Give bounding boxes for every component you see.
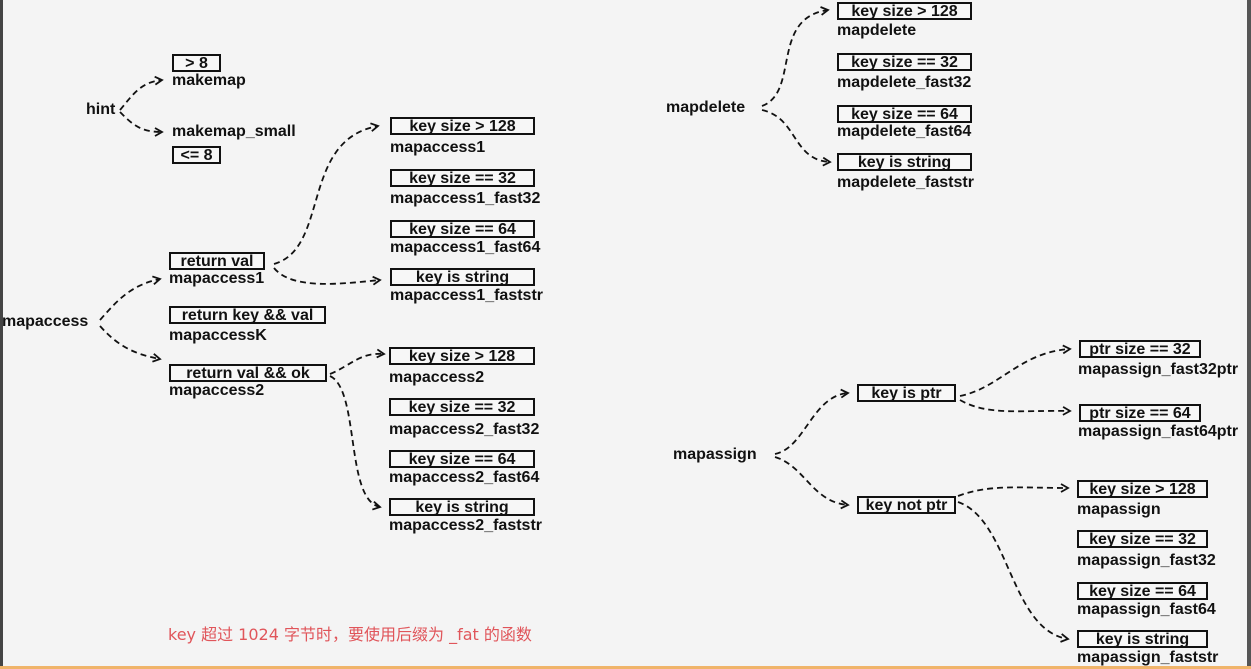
connector-access2-large [329, 348, 386, 375]
connector-mapdelete-string [761, 109, 832, 167]
connector-hint-large [119, 75, 164, 111]
access1-variant-cond: key size == 32 [390, 169, 535, 187]
mapassign-notptr-cond: key not ptr [857, 496, 956, 514]
hint-large-cond: > 8 [172, 54, 221, 72]
notptr-variant-func: mapassign_faststr [1077, 649, 1219, 666]
mapdelete-variant-func: mapdelete_fast32 [837, 74, 972, 91]
connector-notptr-large [957, 483, 1070, 497]
bottom-edge [0, 666, 1251, 669]
hint-root: hint [86, 101, 116, 118]
notptr-variant-func: mapassign_fast32 [1077, 552, 1216, 569]
access1-cond: return val [169, 252, 265, 270]
ptr-variant-cond: ptr size == 32 [1079, 340, 1201, 358]
connector-access1-large [273, 122, 380, 265]
hint-large-func: makemap [172, 72, 246, 89]
left-edge [0, 0, 3, 669]
access2-variant-cond: key size > 128 [389, 347, 535, 365]
mapassign-ptr-cond: key is ptr [857, 384, 956, 402]
accessK-func: mapaccessK [169, 327, 267, 344]
connector-ptr-32 [959, 344, 1072, 397]
access2-variant-cond: key is string [389, 498, 535, 516]
access2-variant-func: mapaccess2_fast32 [389, 421, 540, 438]
access2-variant-func: mapaccess2 [389, 369, 485, 386]
ptr-variant-cond: ptr size == 64 [1079, 404, 1201, 422]
access1-variant-cond: key size == 64 [390, 220, 535, 238]
access2-func: mapaccess2 [169, 382, 265, 399]
access2-variant-func: mapaccess2_fast64 [389, 469, 540, 486]
access1-variant-func: mapaccess1 [390, 139, 486, 156]
notptr-variant-cond: key size == 64 [1077, 582, 1208, 600]
mapdelete-variant-cond: key size == 64 [837, 105, 972, 123]
access1-variant-cond: key is string [390, 268, 535, 286]
mapdelete-root: mapdelete [666, 99, 746, 116]
notptr-variant-cond: key size == 32 [1077, 530, 1208, 548]
access1-variant-func: mapaccess1_faststr [390, 287, 543, 304]
connector-mapaccess-access2 [99, 325, 162, 363]
access2-cond: return val && ok [169, 364, 327, 382]
access1-variant-func: mapaccess1_fast32 [390, 190, 541, 207]
connector-access1-string [273, 267, 382, 286]
accessK-cond: return key && val [169, 306, 326, 324]
connector-mapassign-ptr [774, 388, 850, 455]
right-edge [1247, 0, 1251, 669]
hint-small-func: makemap_small [172, 123, 296, 140]
access2-variant-cond: key size == 32 [389, 398, 535, 416]
connector-mapaccess-access1 [99, 275, 162, 321]
mapdelete-variant-cond: key size > 128 [837, 2, 972, 20]
mapaccess-root: mapaccess [2, 313, 89, 330]
mapdelete-variant-func: mapdelete [837, 22, 917, 39]
ptr-variant-func: mapassign_fast64ptr [1078, 423, 1239, 440]
access1-variant-func: mapaccess1_fast64 [390, 239, 541, 256]
mapdelete-variant-func: mapdelete_fast64 [837, 123, 972, 140]
mapdelete-variant-cond: key size == 32 [837, 53, 972, 71]
mapassign-root: mapassign [673, 446, 757, 463]
connector-notptr-string [957, 501, 1070, 643]
notptr-variant-func: mapassign [1077, 501, 1161, 518]
access1-variant-cond: key size > 128 [390, 117, 535, 135]
access2-variant-cond: key size == 64 [389, 450, 535, 468]
fat-suffix-note: key 超过 1024 字节时，要使用后缀为 _fat 的函数 [168, 625, 532, 644]
mapdelete-variant-func: mapdelete_faststr [837, 174, 974, 191]
connector-ptr-64 [959, 399, 1072, 416]
connector-access2-string [329, 375, 382, 511]
ptr-variant-func: mapassign_fast32ptr [1078, 361, 1239, 378]
mapdelete-variant-cond: key is string [837, 153, 972, 171]
connector-hint-small [119, 111, 164, 137]
hint-small-cond: <= 8 [172, 146, 221, 164]
notptr-variant-cond: key is string [1077, 630, 1208, 648]
connector-mapassign-notptr [774, 456, 850, 510]
connector-mapdelete-large [761, 6, 830, 107]
access1-func: mapaccess1 [169, 270, 265, 287]
notptr-variant-cond: key size > 128 [1077, 480, 1208, 498]
access2-variant-func: mapaccess2_faststr [389, 517, 542, 534]
notptr-variant-func: mapassign_fast64 [1077, 601, 1216, 618]
